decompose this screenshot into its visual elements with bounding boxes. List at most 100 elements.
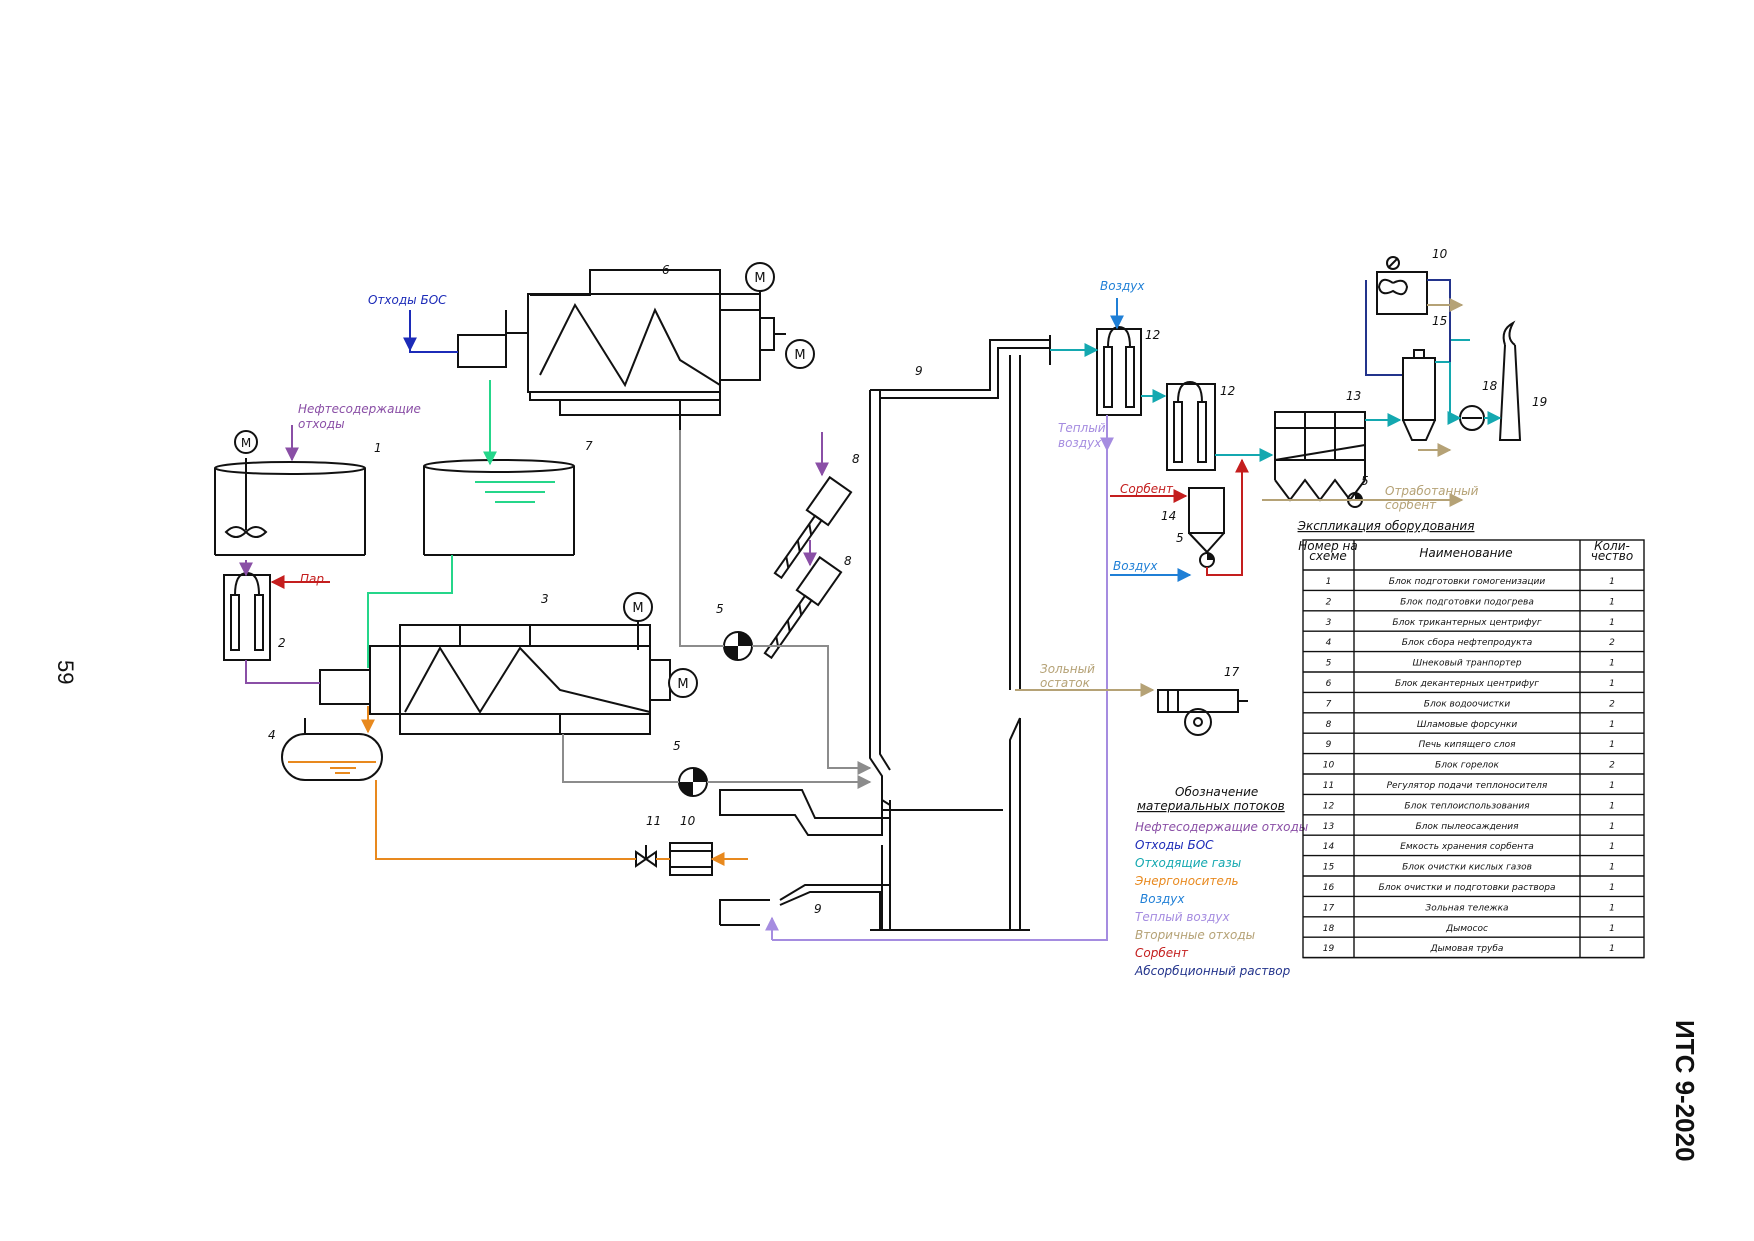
flow-lines bbox=[239, 279, 1502, 941]
table-row: 14 Емкость хранения сорбента 1 bbox=[1323, 842, 1615, 852]
label-warm: Теплый bbox=[1058, 421, 1106, 435]
num-15: 15 bbox=[1432, 314, 1447, 328]
cell-name: Шнековый транпортер bbox=[1412, 659, 1521, 669]
cell-qty: 1 bbox=[1609, 801, 1615, 811]
cell-qty: 1 bbox=[1609, 597, 1615, 607]
cell-name: Блок подготовки гомогенизации bbox=[1389, 577, 1546, 587]
explication-table: Экспликация оборудования Номер на схеме … bbox=[1297, 519, 1645, 959]
tricanter-centrifuge-3 bbox=[319, 624, 671, 735]
cell-qty: 1 bbox=[1609, 720, 1615, 730]
legend-item: Энергоноситель bbox=[1134, 874, 1239, 888]
label-residue: остаток bbox=[1040, 676, 1091, 690]
num-2: 2 bbox=[278, 636, 286, 650]
cell-qty: 1 bbox=[1609, 577, 1615, 587]
legend-item: Теплый воздух bbox=[1135, 910, 1231, 924]
cell-num: 14 bbox=[1323, 842, 1335, 852]
legend-title-1: Обозначение bbox=[1175, 785, 1258, 799]
cell-qty: 2 bbox=[1609, 638, 1615, 648]
label-sorbent: Сорбент bbox=[1120, 482, 1174, 496]
num-9a: 9 bbox=[915, 364, 923, 378]
cell-qty: 1 bbox=[1609, 842, 1615, 852]
cell-name: Блок трикантерных центрифуг bbox=[1392, 618, 1541, 628]
table-row: 13 Блок пылеосаждения 1 bbox=[1323, 822, 1615, 832]
cell-num: 11 bbox=[1323, 781, 1334, 791]
cell-qty: 2 bbox=[1609, 761, 1615, 771]
label-warm-air: воздух bbox=[1058, 436, 1102, 450]
cell-name: Емкость хранения сорбента bbox=[1400, 842, 1534, 852]
label-ash: Зольный bbox=[1040, 662, 1095, 676]
heat-exchanger-12b bbox=[1166, 380, 1216, 471]
cell-name: Блок горелок bbox=[1435, 761, 1499, 771]
table-row: 4 Блок сбора нефтепродукта 2 bbox=[1326, 638, 1616, 648]
num-7: 7 bbox=[585, 439, 593, 453]
legend-item: Абсорбционный раствор bbox=[1134, 964, 1291, 978]
legend-item: Отходящие газы bbox=[1135, 856, 1241, 870]
homogenization-tank-1: M bbox=[214, 430, 366, 556]
num-6: 6 bbox=[662, 263, 670, 277]
th-name: Наименование bbox=[1419, 546, 1512, 560]
cell-num: 1 bbox=[1326, 577, 1332, 587]
cell-name: Блок пылеосаждения bbox=[1416, 822, 1520, 832]
fluidized-bed-furnace-9 bbox=[719, 335, 1051, 931]
label-neftesoderzh: Нефтесодержащие bbox=[298, 402, 421, 416]
legend-item: Сорбент bbox=[1135, 946, 1189, 960]
th-qty-1: Коли- bbox=[1594, 539, 1630, 553]
cell-num: 5 bbox=[1326, 659, 1332, 669]
smoke-exhauster-18 bbox=[1459, 405, 1485, 431]
num-5b: 5 bbox=[673, 739, 681, 753]
th-num-2: схеме bbox=[1309, 549, 1347, 563]
cell-name: Регулятор подачи теплоносителя bbox=[1387, 781, 1548, 791]
num-10b: 10 bbox=[1432, 247, 1448, 261]
cell-qty: 1 bbox=[1609, 903, 1615, 913]
cell-name: Блок водоочистки bbox=[1424, 699, 1511, 709]
legend-item: Вторичные отходы bbox=[1135, 928, 1255, 942]
label-air-mid: Воздух bbox=[1113, 559, 1158, 573]
num-17: 17 bbox=[1224, 665, 1240, 679]
valve-11 bbox=[635, 845, 657, 868]
legend-item: Отходы БОС bbox=[1135, 838, 1214, 852]
cell-num: 17 bbox=[1323, 903, 1335, 913]
label-par: Пар bbox=[300, 572, 324, 586]
num-8b: 8 bbox=[844, 554, 852, 568]
ash-cart-17 bbox=[1157, 689, 1248, 736]
num-12a: 12 bbox=[1145, 328, 1160, 342]
label-spent-sorbent: сорбент bbox=[1385, 498, 1437, 512]
legend-item: Воздух bbox=[1140, 892, 1185, 906]
cell-qty: 1 bbox=[1609, 944, 1615, 954]
flow-labels: Отходы БОС Нефтесодержащие отходы Пар Во… bbox=[298, 279, 1479, 690]
num-4: 4 bbox=[268, 728, 276, 742]
cell-name: Зольная тележка bbox=[1425, 903, 1508, 913]
burner-block-10 bbox=[669, 842, 713, 876]
label-otkhody: отходы bbox=[298, 417, 345, 431]
cell-num: 9 bbox=[1326, 740, 1332, 750]
cell-num: 19 bbox=[1323, 944, 1335, 954]
cell-name: Блок теплоиспользования bbox=[1404, 801, 1530, 811]
cell-num: 18 bbox=[1323, 924, 1335, 934]
motor-3a: M bbox=[623, 592, 653, 650]
legend-title-2: материальных потоков bbox=[1137, 799, 1285, 813]
num-9b: 9 bbox=[814, 902, 822, 916]
label-spent: Отработанный bbox=[1385, 484, 1479, 498]
cell-qty: 1 bbox=[1609, 740, 1615, 750]
num-11: 11 bbox=[646, 814, 661, 828]
screw-conveyor-5a bbox=[723, 631, 753, 661]
cell-name: Блок сбора нефтепродукта bbox=[1402, 638, 1533, 648]
cell-num: 8 bbox=[1326, 720, 1332, 730]
cell-qty: 2 bbox=[1609, 699, 1615, 709]
cell-num: 4 bbox=[1326, 638, 1332, 648]
flow-legend: Обозначение материальных потоков Нефтесо… bbox=[1134, 785, 1308, 978]
cell-num: 13 bbox=[1323, 822, 1335, 832]
dust-settling-block-13 bbox=[1274, 411, 1366, 502]
cell-qty: 1 bbox=[1609, 822, 1615, 832]
